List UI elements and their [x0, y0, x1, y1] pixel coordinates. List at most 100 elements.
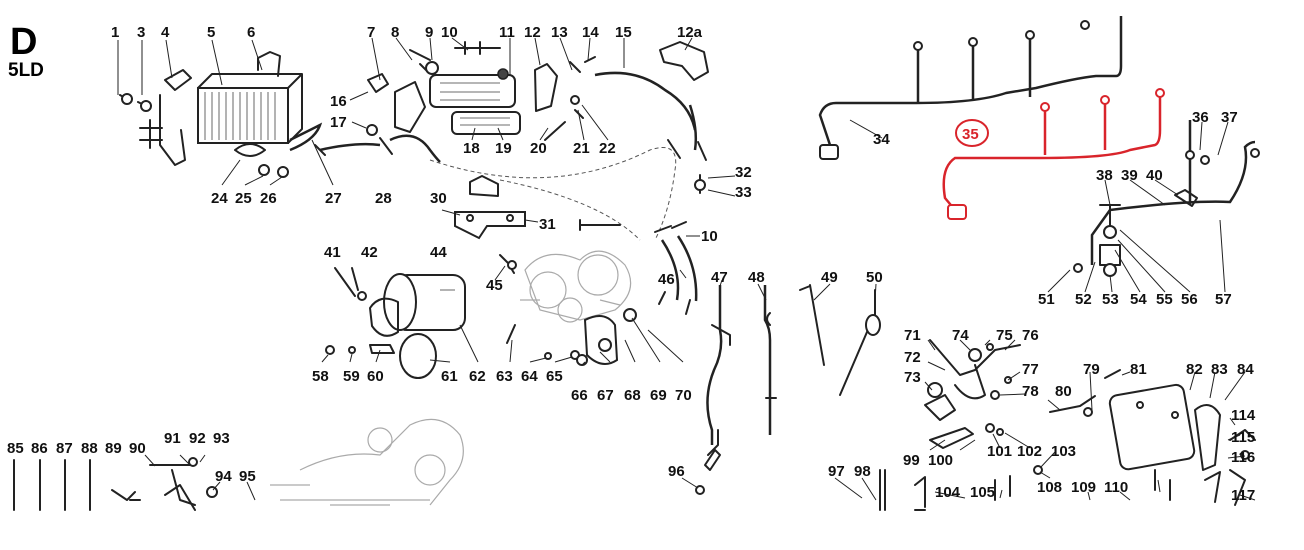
- part-label: 54: [1130, 291, 1147, 308]
- part-label: 84: [1237, 361, 1254, 378]
- part-label: 55: [1156, 291, 1173, 308]
- part-label: 91: [164, 430, 181, 447]
- part-label: 117: [1231, 487, 1255, 504]
- oil-filter-group: [321, 267, 479, 379]
- pipe-15-group: [429, 37, 736, 241]
- part-label: 62: [469, 368, 486, 385]
- part-label: 76: [1022, 327, 1039, 344]
- part-label: 94: [215, 468, 232, 485]
- part-label: 22: [599, 140, 616, 157]
- bottom-parts-group: [13, 418, 1256, 511]
- part-label: 36: [1192, 109, 1209, 126]
- part-label: 98: [854, 463, 871, 480]
- part-label: 75: [996, 327, 1013, 344]
- part-label: 65: [546, 368, 563, 385]
- section-model: 5LD: [8, 60, 44, 81]
- part-label: 25: [235, 190, 252, 207]
- part-label: 88: [81, 440, 98, 457]
- part-label: 12: [524, 24, 541, 41]
- part-label: 14: [582, 24, 599, 41]
- governor-linkage-group: [924, 339, 1256, 471]
- part-label: 109: [1071, 479, 1096, 496]
- part-label: 110: [1104, 479, 1128, 496]
- dipstick-group: [706, 279, 881, 456]
- pipe-34-group: [818, 16, 1123, 160]
- part-label: 95: [239, 468, 256, 485]
- part-label: 101: [987, 443, 1012, 460]
- bracket-group: [314, 37, 625, 163]
- part-label: 115: [1231, 429, 1255, 446]
- part-label: 10: [441, 24, 458, 41]
- part-label: 58: [312, 368, 329, 385]
- part-label: 64: [521, 368, 538, 385]
- part-label: 104: [935, 484, 961, 501]
- part-label: 56: [1181, 291, 1198, 308]
- part-label: 28: [375, 190, 392, 207]
- part-label: 82: [1186, 361, 1203, 378]
- part-label: 71: [904, 327, 921, 344]
- part-label: 78: [1022, 383, 1039, 400]
- part-label: 44: [430, 244, 447, 261]
- part-label: 50: [866, 269, 883, 286]
- part-label: 38: [1096, 167, 1113, 184]
- part-label: 57: [1215, 291, 1232, 308]
- part-label: 96: [668, 463, 685, 480]
- part-label: 40: [1146, 167, 1163, 184]
- pipe-57-group: [1047, 120, 1260, 293]
- part-label: 33: [735, 184, 752, 201]
- part-label: 89: [105, 440, 122, 457]
- part-label: 10: [701, 228, 718, 245]
- part-label: 46: [658, 271, 675, 288]
- part-label: 60: [367, 368, 384, 385]
- part-label: 3: [137, 24, 145, 41]
- part-label: 31: [539, 216, 556, 233]
- part-label: 108: [1037, 479, 1062, 496]
- part-label: 1: [111, 24, 119, 41]
- part-label: 73: [904, 369, 921, 386]
- part-label: 48: [748, 269, 765, 286]
- part-label: 81: [1130, 361, 1147, 378]
- part-label: 26: [260, 190, 277, 207]
- part-label: 52: [1075, 291, 1092, 308]
- plate-group: [441, 175, 621, 240]
- part-label: 72: [904, 349, 921, 366]
- part-label: 105: [970, 484, 995, 501]
- part-label: 11: [499, 24, 515, 41]
- part-label: 100: [928, 452, 953, 469]
- part-label: 49: [821, 269, 838, 286]
- part-label: 12a: [677, 24, 703, 41]
- part-label: 16: [330, 93, 347, 110]
- pipe-35-highlighted: [942, 88, 1165, 220]
- part-label: 80: [1055, 383, 1072, 400]
- part-label: 47: [711, 269, 728, 286]
- part-label: 4: [161, 24, 170, 41]
- part-label: 97: [828, 463, 845, 480]
- part-label: 86: [31, 440, 48, 457]
- part-label: 7: [367, 24, 375, 41]
- part-label: 9: [425, 24, 433, 41]
- oil-cooler-group: [117, 39, 334, 186]
- part-label: 8: [391, 24, 399, 41]
- part-label: 53: [1102, 291, 1119, 308]
- part-label: 17: [330, 114, 347, 131]
- part-label: 20: [530, 140, 547, 157]
- part-label: 85: [7, 440, 24, 457]
- part-label: 41: [324, 244, 341, 261]
- part-label: 32: [735, 164, 752, 181]
- part-label: 15: [615, 24, 632, 41]
- part-label: 92: [189, 430, 206, 447]
- part-label: 30: [430, 190, 447, 207]
- part-label: 39: [1121, 167, 1138, 184]
- part-label: 19: [495, 140, 512, 157]
- part-label: 77: [1022, 361, 1039, 378]
- gear-pump-ghost: [494, 250, 684, 366]
- part-label: 74: [952, 327, 969, 344]
- part-label: 34: [873, 131, 890, 148]
- part-label: 83: [1211, 361, 1228, 378]
- part-label: 93: [213, 430, 230, 447]
- part-label: 51: [1038, 291, 1055, 308]
- part-label-highlighted: 35: [962, 126, 979, 143]
- part-label: 69: [650, 387, 667, 404]
- part-label: 63: [496, 368, 513, 385]
